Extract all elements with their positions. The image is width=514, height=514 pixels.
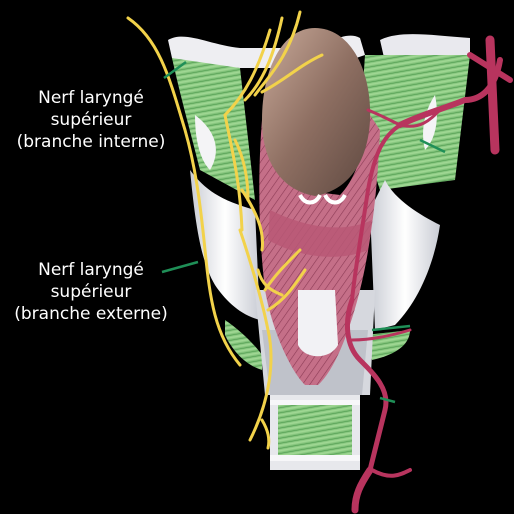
leader-lines [161, 60, 446, 404]
laryngeal-arteries [345, 35, 513, 514]
label-internal-line3: (branche interne) [16, 132, 166, 152]
thyroid-cartilage [190, 95, 440, 330]
label-external-line2: supérieur [50, 282, 132, 302]
label-superior-laryngeal-nerve-external-branch: Nerf laryngé supérieur (branche externe) [0, 259, 182, 325]
label-external-line3: (branche externe) [14, 304, 168, 324]
label-superior-laryngeal-nerve-internal-branch: Nerf laryngé supérieur (branche interne) [2, 87, 180, 153]
label-external-line1: Nerf laryngé [38, 260, 144, 280]
superior-laryngeal-nerve [126, 10, 324, 450]
label-internal-line2: supérieur [50, 110, 132, 130]
trachea [270, 395, 360, 470]
label-internal-line1: Nerf laryngé [38, 88, 144, 108]
epiglottis [262, 28, 371, 205]
